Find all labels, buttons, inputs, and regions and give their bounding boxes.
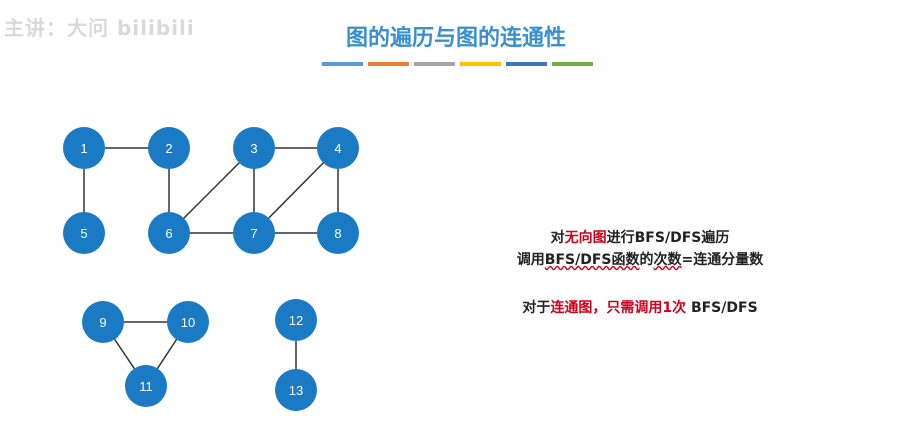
text-segment: 进行BFS/DFS遍历 bbox=[606, 230, 730, 246]
node-11: 11 bbox=[125, 365, 167, 407]
node-circle bbox=[233, 212, 275, 254]
node-9: 9 bbox=[82, 301, 124, 343]
node-circle bbox=[148, 212, 190, 254]
highlight-text: 连通图，只需调用1次 bbox=[550, 300, 687, 316]
node-circle bbox=[317, 212, 359, 254]
node-circle bbox=[233, 127, 275, 169]
node-10: 10 bbox=[167, 301, 209, 343]
node-12: 12 bbox=[275, 299, 317, 341]
node-3: 3 bbox=[233, 127, 275, 169]
node-6: 6 bbox=[148, 212, 190, 254]
node-13: 13 bbox=[275, 369, 317, 411]
text-line-1: 对无向图进行BFS/DFS遍历 bbox=[470, 228, 810, 248]
node-label: 1 bbox=[80, 141, 87, 156]
node-label: 5 bbox=[80, 226, 87, 241]
color-bar bbox=[414, 62, 455, 66]
text-segment: 对于 bbox=[522, 300, 551, 316]
node-label: 2 bbox=[165, 141, 172, 156]
node-label: 10 bbox=[181, 315, 195, 330]
node-label: 7 bbox=[250, 226, 257, 241]
page-title: 图的遍历与图的连通性 bbox=[345, 26, 566, 51]
node-circle bbox=[125, 365, 167, 407]
node-1: 1 bbox=[63, 127, 105, 169]
node-circle bbox=[167, 301, 209, 343]
watermark: 主讲：大问 bilibili bbox=[4, 16, 195, 40]
text-line-2: 调用BFS/DFS函数的次数=连通分量数 bbox=[470, 250, 810, 270]
node-label: 12 bbox=[289, 313, 303, 328]
node-label: 6 bbox=[165, 226, 172, 241]
node-circle bbox=[148, 127, 190, 169]
text-segment: 的 bbox=[639, 252, 654, 268]
color-bar bbox=[368, 62, 409, 66]
text-segment: 对 bbox=[550, 230, 565, 246]
highlight-text: 无向图 bbox=[564, 230, 607, 246]
text-segment: 调用 bbox=[516, 252, 545, 268]
node-8: 8 bbox=[317, 212, 359, 254]
color-bar bbox=[506, 62, 547, 66]
color-bar bbox=[460, 62, 501, 66]
underlined-text: BFS/DFS函数 bbox=[544, 252, 640, 268]
text-line-3: 对于连通图，只需调用1次 BFS/DFS bbox=[470, 298, 810, 318]
node-label: 11 bbox=[139, 379, 153, 394]
color-bars bbox=[322, 62, 593, 66]
node-label: 8 bbox=[334, 226, 341, 241]
node-7: 7 bbox=[233, 212, 275, 254]
color-bar bbox=[322, 62, 363, 66]
node-2: 2 bbox=[148, 127, 190, 169]
node-circle bbox=[275, 369, 317, 411]
node-circle bbox=[317, 127, 359, 169]
node-label: 9 bbox=[99, 315, 106, 330]
node-4: 4 bbox=[317, 127, 359, 169]
node-circle bbox=[63, 212, 105, 254]
node-circle bbox=[63, 127, 105, 169]
graph-edges bbox=[83, 147, 339, 390]
node-circle bbox=[82, 301, 124, 343]
text-segment: =连通分量数 bbox=[681, 252, 764, 268]
node-label: 13 bbox=[289, 383, 303, 398]
node-5: 5 bbox=[63, 212, 105, 254]
node-circle bbox=[275, 299, 317, 341]
color-bar bbox=[552, 62, 593, 66]
node-label: 3 bbox=[250, 141, 257, 156]
text-segment: BFS/DFS bbox=[686, 300, 758, 316]
node-label: 4 bbox=[334, 141, 341, 156]
underlined-text: 次数 bbox=[653, 252, 682, 268]
